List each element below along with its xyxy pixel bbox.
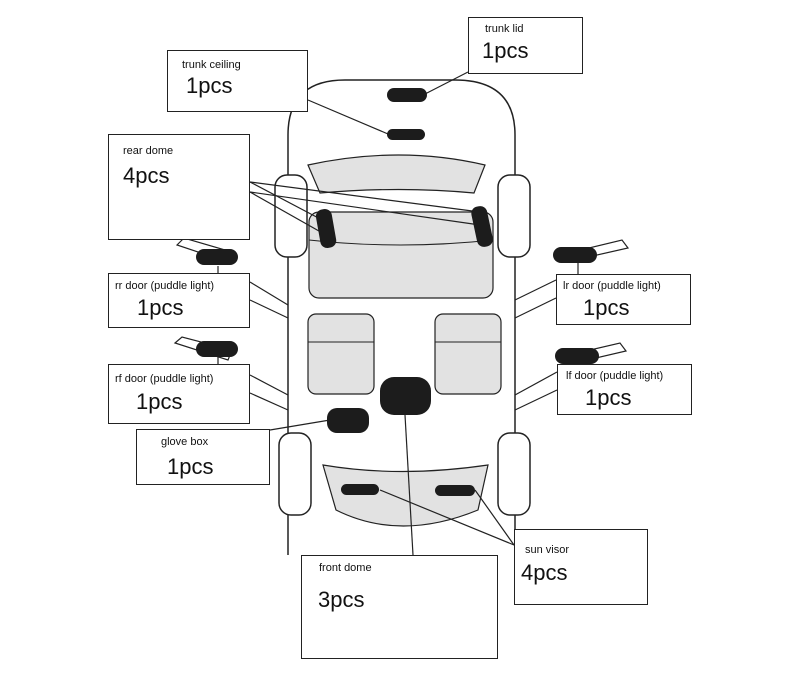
leader-sun-visor-2 (474, 489, 515, 546)
label-rear-dome-name: rear dome (123, 145, 174, 157)
leader-rear-dome-2 (249, 181, 481, 213)
rear-window (307, 154, 486, 194)
leader-glove-box (269, 419, 331, 431)
leader-rear-dome-1 (249, 181, 327, 223)
label-sun-visor-name: sun visor (525, 544, 570, 556)
label-glove-box-qty: 1pcs (167, 454, 214, 479)
light-glove-box (327, 408, 369, 433)
label-sun-visor-qty: 4pcs (521, 560, 568, 585)
light-trunk-ceiling (387, 129, 425, 140)
label-sun-visor: sun visor 4pcs (514, 529, 648, 605)
label-front-dome: front dome 3pcs (301, 555, 498, 659)
light-rear-dome-left (315, 209, 337, 248)
light-sun-visor-right (435, 485, 475, 496)
front-seat-left (307, 313, 375, 395)
front-seat-right (434, 313, 502, 395)
label-front-dome-qty: 3pcs (318, 587, 365, 612)
wheel-front-left (278, 432, 312, 516)
label-front-dome-name: front dome (319, 562, 372, 574)
light-trunk-lid (387, 88, 427, 102)
label-trunk-lid-name: trunk lid (485, 23, 524, 35)
light-front-dome (380, 377, 431, 415)
label-rf-door-name: rf door (puddle light) (115, 373, 214, 385)
label-rr-door-qty: 1pcs (137, 295, 184, 320)
label-rr-door-name: rr door (puddle light) (115, 280, 215, 292)
label-trunk-ceiling-qty: 1pcs (186, 73, 233, 98)
label-trunk-lid-qty: 1pcs (482, 38, 529, 63)
label-lr-door-qty: 1pcs (583, 295, 630, 320)
wheel-rear-right (497, 174, 531, 258)
label-trunk-ceiling-name: trunk ceiling (182, 59, 241, 71)
label-rear-dome-qty: 4pcs (123, 163, 170, 188)
label-glove-box: glove box 1pcs (136, 429, 270, 485)
light-rear-dome-right (471, 206, 493, 247)
label-trunk-lid: trunk lid 1pcs (468, 17, 583, 74)
label-rf-door-qty: 1pcs (136, 389, 183, 414)
label-rf-door: rf door (puddle light) 1pcs (108, 364, 250, 424)
wheel-front-right (497, 432, 531, 516)
label-lr-door: lr door (puddle light) 1pcs (556, 274, 691, 325)
light-rf-door (196, 341, 238, 357)
label-trunk-ceiling: trunk ceiling 1pcs (167, 50, 308, 112)
light-rr-door (196, 249, 238, 265)
light-sun-visor-left (341, 484, 379, 495)
leader-trunk-ceiling (307, 99, 389, 135)
leader-front-dome (404, 414, 414, 556)
label-lf-door-name: lf door (puddle light) (566, 370, 664, 382)
label-rear-dome: rear dome 4pcs (108, 134, 250, 240)
leader-sun-visor-1 (379, 489, 515, 546)
label-lf-door-qty: 1pcs (585, 385, 632, 410)
leader-trunk-lid (424, 71, 469, 95)
leader-rear-dome-4 (249, 191, 481, 226)
leader-rear-dome-3 (249, 191, 327, 236)
wheel-rear-left (274, 174, 308, 258)
label-rr-door: rr door (puddle light) 1pcs (108, 273, 250, 328)
label-lf-door: lf door (puddle light) 1pcs (557, 364, 692, 415)
label-glove-box-name: glove box (161, 436, 209, 448)
label-lr-door-name: lr door (puddle light) (563, 280, 661, 292)
light-lr-door (553, 247, 597, 263)
rear-seat (308, 211, 494, 299)
windshield (322, 464, 489, 527)
light-lf-door (555, 348, 599, 364)
